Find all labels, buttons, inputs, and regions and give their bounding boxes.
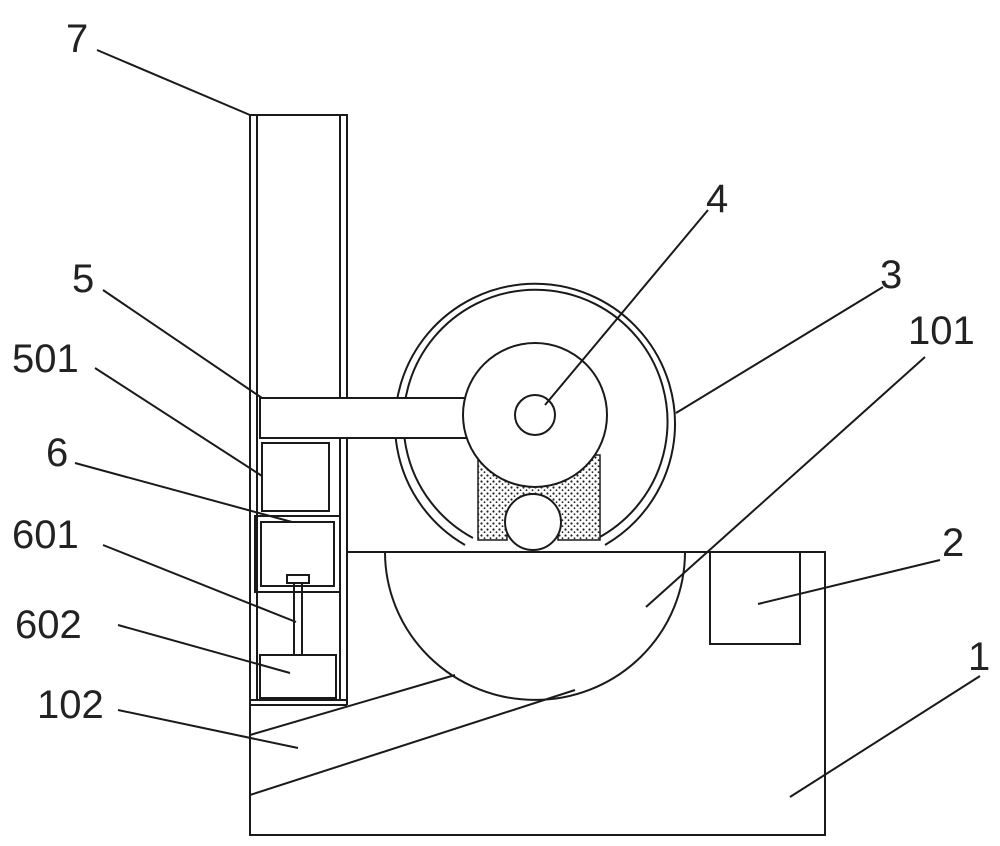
leader-102: [117, 709, 299, 749]
leader-5: [102, 289, 263, 399]
leader-2: [757, 559, 941, 605]
leader-602: [117, 624, 291, 674]
leader-lines: [74, 49, 981, 798]
label-501: 501: [12, 337, 79, 381]
leader-4: [544, 209, 709, 406]
housing-part-6: [254, 515, 341, 593]
leader-1: [789, 675, 981, 798]
leader-6: [74, 462, 293, 523]
arm-part-5: [259, 397, 471, 439]
label-102: 102: [37, 683, 104, 727]
label-2: 2: [942, 521, 964, 565]
trough-part-101: [384, 551, 686, 701]
leader-101: [645, 356, 926, 608]
chute-part-102: [249, 674, 576, 796]
reference-labels: 7 4 3 5 101 501 6 601 2 602 1 102: [12, 17, 990, 727]
label-3: 3: [880, 253, 902, 297]
label-5: 5: [72, 257, 94, 301]
label-602: 602: [15, 603, 82, 647]
leader-3: [675, 286, 884, 414]
leader-7: [96, 49, 251, 116]
label-4: 4: [706, 177, 728, 221]
leader-501: [94, 367, 263, 477]
label-601: 601: [12, 513, 79, 557]
rod-part-601: [286, 574, 310, 655]
label-7: 7: [66, 17, 88, 61]
label-6: 6: [46, 431, 68, 475]
disc-part-3: [394, 282, 676, 546]
label-101: 101: [908, 309, 975, 353]
cylinder-part-602: [259, 654, 337, 699]
box-part-2: [709, 551, 801, 645]
lower-roller: [504, 493, 562, 551]
base-body-part-1: [249, 551, 826, 836]
leader-601: [102, 544, 297, 623]
block-part-501: [261, 442, 330, 512]
label-1: 1: [968, 635, 990, 679]
